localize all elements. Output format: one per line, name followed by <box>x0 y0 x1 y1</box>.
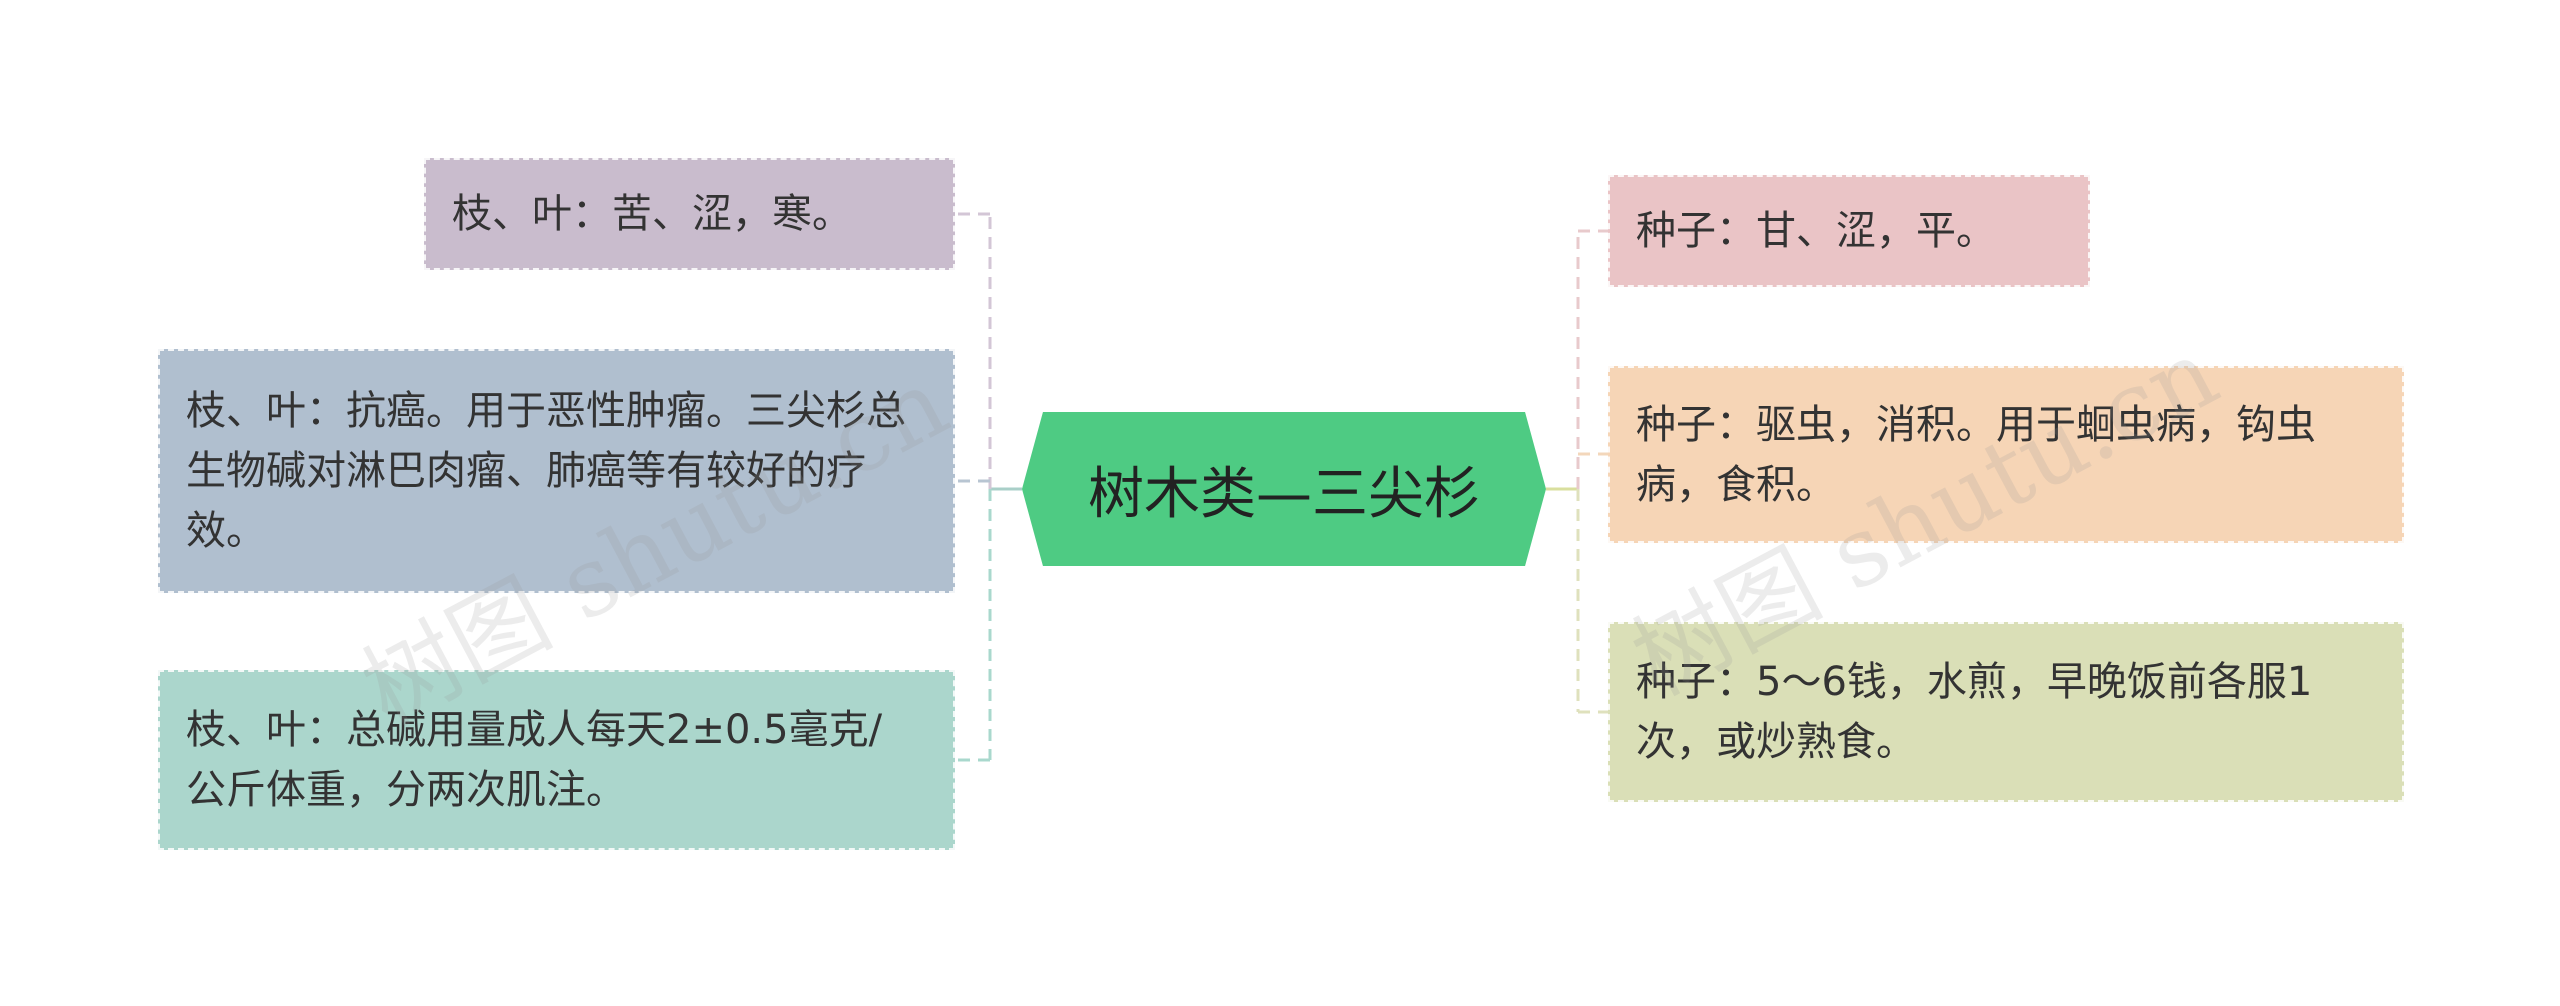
left-node-functions-text: 枝、叶：抗癌。用于恶性肿瘤。三尖杉总生物碱对淋巴肉瘤、肺癌等有较好的疗效。 <box>186 388 906 554</box>
right-node-functions-text: 种子：驱虫，消积。用于蛔虫病，钩虫病，食积。 <box>1636 401 2316 508</box>
left-node-functions[interactable]: 枝、叶：抗癌。用于恶性肿瘤。三尖杉总生物碱对淋巴肉瘤、肺癌等有较好的疗效。 <box>158 349 955 593</box>
left-node-properties[interactable]: 枝、叶：苦、涩，寒。 <box>424 158 955 270</box>
right-node-dosage-text: 种子：5～6钱，水煎，早晚饭前各服1次，或炒熟食。 <box>1636 659 2313 765</box>
right-node-properties-text: 种子：甘、涩，平。 <box>1636 208 1996 254</box>
right-node-dosage[interactable]: 种子：5～6钱，水煎，早晚饭前各服1次，或炒熟食。 <box>1608 622 2404 802</box>
center-node-label: 树木类—三尖杉 <box>1088 461 1480 527</box>
left-node-dosage[interactable]: 枝、叶：总碱用量成人每天2±0.5毫克/公斤体重，分两次肌注。 <box>158 670 955 850</box>
right-node-properties[interactable]: 种子：甘、涩，平。 <box>1608 175 2090 287</box>
left-node-dosage-text: 枝、叶：总碱用量成人每天2±0.5毫克/公斤体重，分两次肌注。 <box>186 707 883 813</box>
left-node-properties-text: 枝、叶：苦、涩，寒。 <box>452 191 852 237</box>
center-node[interactable]: 树木类—三尖杉 <box>1022 412 1546 566</box>
right-node-functions[interactable]: 种子：驱虫，消积。用于蛔虫病，钩虫病，食积。 <box>1608 366 2404 543</box>
